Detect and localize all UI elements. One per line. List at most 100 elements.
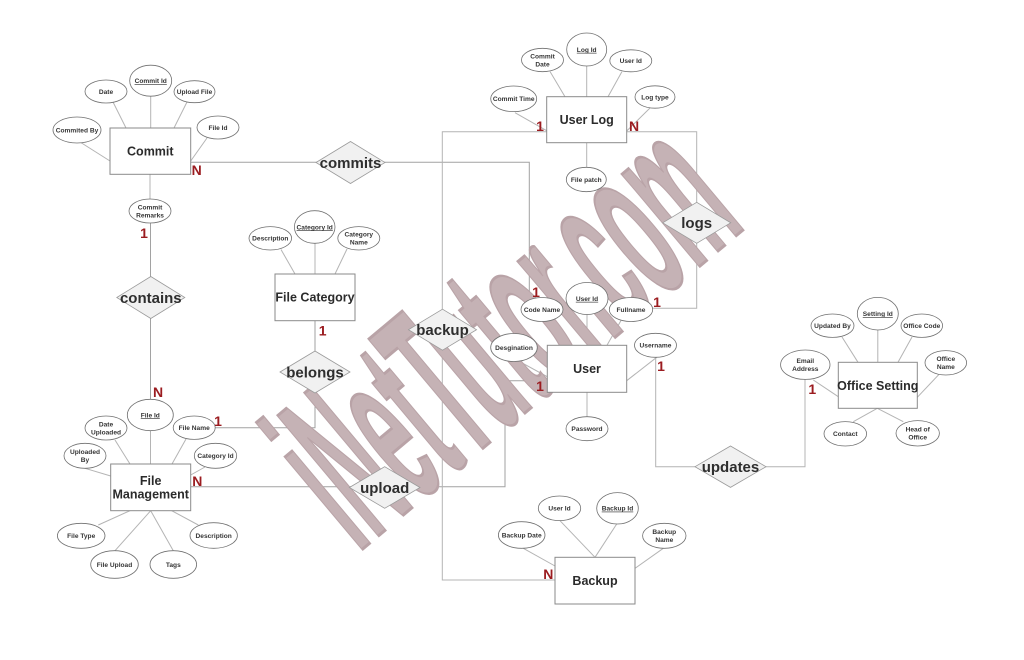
connector-line [114,510,152,552]
relationship-label: logs [681,215,712,232]
entity-office-setting: Office Setting [837,361,918,409]
attribute-code-name: Code Name [520,297,564,322]
connector-line [334,248,348,275]
relationship-label: updates [702,459,760,476]
attribute-label: File Name [179,425,210,432]
attribute-backup-name: Backup Name [642,522,687,549]
attribute-office-name: Office Name [924,350,967,376]
attribute-label: Uploaded [70,449,100,456]
attribute-label: Description [252,236,288,243]
attribute-label: Username [640,343,672,350]
attribute-label: Name [350,240,368,247]
relationship-label: commits [320,155,382,172]
connector-line [559,520,596,558]
attribute-label: Date [99,89,114,96]
connector-line [173,101,188,129]
relationship-upload: upload [348,466,421,509]
cardinality-label: 1 [536,118,544,134]
cardinality-label: 1 [808,381,816,397]
connector-backup [441,131,555,581]
attribute-user-id: User Id [609,49,653,73]
attribute-label: Backup Date [502,532,542,539]
attribute-label: Backup [652,529,676,536]
attribute-label: Backup Id [602,506,634,513]
attribute-label: Name [655,537,673,544]
attribute-updated-by: Updated By [810,313,855,338]
attribute-backup-id: Backup Id [596,492,639,525]
attribute-fullname: Fullname [608,297,654,322]
cardinality-label: N [192,473,202,489]
attribute-commit-id: Commit Id [129,64,173,97]
attribute-label: Date [535,61,550,68]
attribute-label: User Id [620,58,642,65]
attribute-contact: Contact [823,421,867,447]
attribute-file-id: File Id [126,398,174,432]
attribute-email-address: Email Address [780,349,831,380]
connector-line [626,356,658,382]
attribute-office-code: Office Code [900,313,943,338]
connector-line [549,71,566,97]
attribute-label: User Id [576,296,598,303]
cardinality-labels: N 1 N 1 1 N 1 N 1 1 1 1 1 N [140,118,816,582]
attribute-password: Password [565,416,609,442]
connector-line [514,112,547,132]
entity-label: File [140,474,162,488]
attribute-date-uploaded: Date Uploaded [84,415,128,441]
connector-line [897,336,913,363]
connector-line [150,510,174,551]
attribute-label: File Upload [97,562,133,569]
connector-line [523,547,556,567]
attribute-label: Commit Time [493,96,535,103]
attribute-label: Log Id [577,47,597,54]
cardinality-label: 1 [214,413,222,429]
connector-line [813,379,839,398]
attribute-label: Code Name [524,307,561,314]
attribute-label: Category Id [297,224,333,231]
attribute-category-id: Category Id [294,210,336,244]
attribute-category-name: Category Name [337,226,381,251]
attribute-description: Description [248,226,292,251]
attribute-commit-date: Commit Date [521,47,564,73]
entity-user-log: User Log [546,96,628,144]
attribute-file-upload: File Upload [90,550,139,579]
attribute-label: Email [797,358,815,365]
attribute-description: Description [189,522,238,549]
connector-line [516,359,548,378]
connector-line [626,107,651,132]
attribute-label: Office [936,356,955,363]
attribute-file-id: File Id [196,115,240,140]
cardinality-label: 1 [536,378,544,394]
attribute-label: Tags [166,562,181,569]
relationship-backup: backup [407,308,478,351]
connector-upload [190,380,548,488]
connector-line [877,407,904,423]
attribute-label: File Id [208,125,227,132]
attribute-label: Commited By [56,127,99,134]
entity-label: User Log [560,113,614,127]
entity-label: Backup [572,574,618,588]
relationship-contains: contains [116,276,186,319]
attribute-head-of-office: Head of Office [895,420,940,447]
attribute-label: Remarks [136,212,164,219]
relationship-commits: commits [315,141,386,184]
cardinality-label: N [629,118,639,134]
attribute-label: Commit [530,53,555,60]
attribute-label: Contact [833,431,858,438]
connector-line [841,336,859,363]
attribute-label: Date [99,421,114,428]
relationship-logs: logs [661,201,732,244]
attribute-label: File patch [571,177,602,184]
entity-commit: Commit [109,127,192,175]
connector-line [114,439,131,465]
connector-line [606,320,622,346]
relationship-label: belongs [286,364,344,381]
attribute-label: Head of [906,427,931,434]
entity-label: User [573,362,601,376]
entity-label: Management [112,488,189,502]
entity-file-management: File Management [110,463,192,512]
attribute-label: Setting Id [863,311,893,318]
attribute-commit-remarks: Commit Remarks [128,198,172,224]
attribute-label: Desgination [495,345,533,352]
connector-line [98,510,131,526]
